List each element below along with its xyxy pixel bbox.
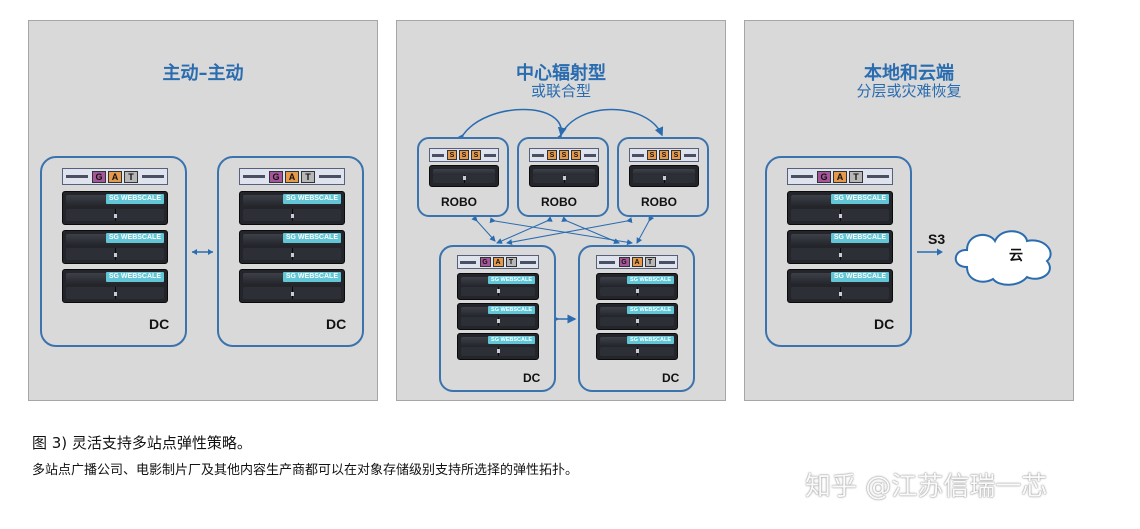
sss-node-strip: S S S	[629, 148, 699, 162]
cloud-label: 云	[1009, 248, 1023, 264]
storage-node: SG WEBSCALE	[239, 230, 345, 264]
cloud-connection	[917, 230, 1052, 286]
gat-node-strip: G A T	[787, 168, 893, 185]
sg-webscale-badge: SG WEBSCALE	[105, 233, 164, 243]
g-cell: G	[817, 170, 831, 183]
replication-arrow	[192, 249, 213, 255]
dc-site-box: G A T SG WEBSCALE SG WEBSCALE SG WEBSCAL…	[40, 156, 187, 347]
s-cell: S	[659, 150, 669, 160]
a-cell: A	[285, 170, 299, 183]
g-cell: G	[269, 170, 283, 183]
panel-title: 本地和云端	[864, 63, 954, 84]
sg-webscale-badge: SG WEBSCALE	[830, 194, 889, 204]
sg-webscale-badge: SG WEBSCALE	[282, 233, 341, 243]
sss-node-strip: S S S	[429, 148, 499, 162]
sg-webscale-badge: SG WEBSCALE	[282, 194, 341, 204]
panel-hub-spoke: 中心辐射型 或联合型 S S S ROBO S S S	[396, 20, 726, 401]
sg-webscale-badge: SG WEBSCALE	[282, 272, 341, 282]
robo-label: ROBO	[541, 195, 577, 209]
a-cell: A	[833, 170, 847, 183]
g-cell: G	[92, 170, 106, 183]
sg-webscale-badge: SG WEBSCALE	[830, 272, 889, 282]
cloud-icon	[954, 230, 1052, 286]
gat-node-strip: G A T	[457, 255, 539, 269]
s3-label: S3	[928, 231, 946, 247]
dc-label: DC	[874, 316, 895, 332]
s-cell: S	[447, 150, 457, 160]
storage-node: SG WEBSCALE	[596, 303, 678, 330]
robo-site-box: S S S ROBO	[617, 137, 709, 217]
s-cell: S	[547, 150, 557, 160]
panel-title: 中心辐射型	[516, 63, 606, 84]
s-cell: S	[671, 150, 681, 160]
robo-site-box: S S S ROBO	[517, 137, 609, 217]
a-cell: A	[631, 257, 643, 267]
sg-webscale-badge: SG WEBSCALE	[488, 276, 535, 284]
sss-node-strip: S S S	[529, 148, 599, 162]
gat-node-strip: G A T	[62, 168, 168, 185]
dc-label: DC	[662, 371, 680, 385]
sg-webscale-badge: SG WEBSCALE	[830, 233, 889, 243]
t-cell: T	[505, 257, 517, 267]
a-cell: A	[108, 170, 122, 183]
a-cell: A	[492, 257, 504, 267]
robo-label: ROBO	[641, 195, 677, 209]
gat-node-strip: G A T	[239, 168, 345, 185]
sg-webscale-badge: SG WEBSCALE	[488, 306, 535, 314]
dc-label: DC	[523, 371, 541, 385]
g-cell: G	[618, 257, 630, 267]
storage-node: SG WEBSCALE	[457, 333, 539, 360]
storage-node: SG WEBSCALE	[62, 269, 168, 303]
panel-onprem-cloud: 本地和云端 分层或灾难恢复 G A T SG WEBSCALE SG WEBSC…	[744, 20, 1074, 401]
sg-webscale-badge: SG WEBSCALE	[105, 272, 164, 282]
storage-node: SG WEBSCALE	[239, 191, 345, 225]
storage-node	[529, 165, 599, 187]
storage-node: SG WEBSCALE	[62, 191, 168, 225]
dc-site-box: G A T SG WEBSCALE SG WEBSCALE SG WEBSCAL…	[217, 156, 364, 347]
storage-node	[629, 165, 699, 187]
robo-site-box: S S S ROBO	[417, 137, 509, 217]
storage-node: SG WEBSCALE	[62, 230, 168, 264]
s-cell: S	[571, 150, 581, 160]
sg-webscale-badge: SG WEBSCALE	[627, 276, 674, 284]
panel-title: 主动–主动	[162, 63, 244, 84]
sg-webscale-badge: SG WEBSCALE	[488, 336, 535, 344]
dc-label: DC	[149, 316, 170, 332]
storage-node: SG WEBSCALE	[596, 333, 678, 360]
panel-subtitle: 或联合型	[530, 82, 591, 100]
figure-description: 多站点广播公司、电影制片厂及其他内容生产商都可以在对象存储级别支持所选择的弹性拓…	[32, 463, 579, 478]
storage-node: SG WEBSCALE	[787, 191, 893, 225]
storage-node: SG WEBSCALE	[787, 269, 893, 303]
robo-label: ROBO	[441, 195, 477, 209]
t-cell: T	[849, 170, 863, 183]
storage-node: SG WEBSCALE	[787, 230, 893, 264]
watermark: 知乎 @江苏信瑞一芯	[805, 472, 1048, 502]
storage-node: SG WEBSCALE	[596, 273, 678, 300]
storage-node: SG WEBSCALE	[457, 303, 539, 330]
s-cell: S	[647, 150, 657, 160]
dc-site-box: G A T SG WEBSCALE SG WEBSCALE SG WEBSCAL…	[439, 245, 556, 392]
panel-active-active: 主动–主动 G A T SG WEBSCALE SG WEBSCALE SG W…	[28, 20, 378, 401]
storage-node: SG WEBSCALE	[457, 273, 539, 300]
storage-node	[429, 165, 499, 187]
s-cell: S	[471, 150, 481, 160]
sg-webscale-badge: SG WEBSCALE	[627, 306, 674, 314]
dc-site-box: G A T SG WEBSCALE SG WEBSCALE SG WEBSCAL…	[578, 245, 695, 392]
s-cell: S	[459, 150, 469, 160]
topology-arrows	[454, 108, 664, 324]
t-cell: T	[124, 170, 138, 183]
s-cell: S	[559, 150, 569, 160]
g-cell: G	[479, 257, 491, 267]
sg-webscale-badge: SG WEBSCALE	[627, 336, 674, 344]
sg-webscale-badge: SG WEBSCALE	[105, 194, 164, 204]
t-cell: T	[301, 170, 315, 183]
gat-node-strip: G A T	[596, 255, 678, 269]
figure-caption: 图 3) 灵活支持多站点弹性策略。	[32, 434, 252, 452]
storage-node: SG WEBSCALE	[239, 269, 345, 303]
t-cell: T	[644, 257, 656, 267]
dc-label: DC	[326, 316, 347, 332]
dc-site-box: G A T SG WEBSCALE SG WEBSCALE SG WEBSCAL…	[765, 156, 912, 347]
panel-subtitle: 分层或灾难恢复	[856, 82, 962, 100]
